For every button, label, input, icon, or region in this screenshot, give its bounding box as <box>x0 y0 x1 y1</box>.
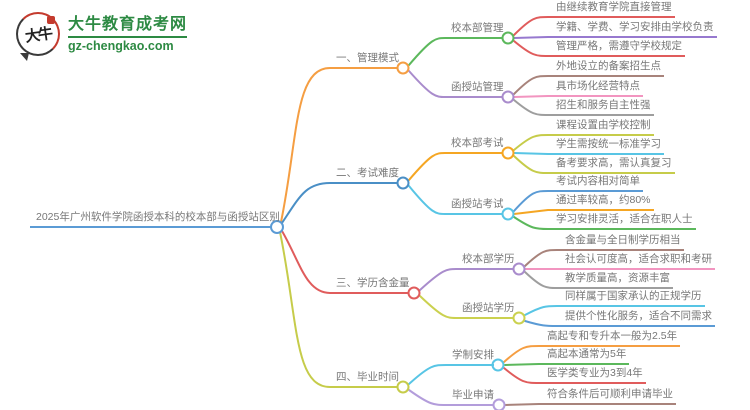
branch-1-junction <box>396 61 410 75</box>
leaf-2a2: 学生需按统一标准学习 <box>548 138 664 155</box>
leaf-3b2: 提供个性化服务，适合不同需求 <box>557 310 715 327</box>
child-1b-label: 函授站管理 <box>445 81 504 98</box>
child-2b-connector <box>408 185 446 215</box>
leaf-3a3-connector <box>524 271 558 289</box>
leaf-4a2: 高起本通常为5年 <box>539 348 630 365</box>
branch-2-connector <box>281 182 331 224</box>
leaf-1b2: 具市场化经营特点 <box>548 80 643 97</box>
child-2b-junction <box>501 207 515 221</box>
leaf-3a2: 社会认可度高，适合求职和考研 <box>557 253 715 270</box>
leaf-4a3-connector <box>503 367 540 384</box>
leaf-2a1: 课程设置由学校控制 <box>548 119 654 136</box>
speech-tail-icon <box>20 53 29 61</box>
leaf-3b2-connector <box>524 320 558 327</box>
branch-1-connector <box>280 67 331 223</box>
branch-4-junction <box>396 380 410 394</box>
child-3b-connector <box>419 295 457 319</box>
leaf-4a2-connector <box>504 363 540 366</box>
branch-3-label: 三、学历含金量 <box>330 277 410 294</box>
branch-1-label: 一、管理模式 <box>330 52 399 69</box>
child-1a-junction <box>501 31 515 45</box>
leaf-2b3: 学习安排灵活，适合在职人士 <box>548 213 696 230</box>
child-1b-connector <box>408 70 446 98</box>
leaf-2a3: 备考要求高，需认真复习 <box>548 157 675 174</box>
branch-2-junction <box>396 176 410 190</box>
branch-3-junction <box>407 286 421 300</box>
leaf-1a3-connector <box>513 40 549 57</box>
leaf-3a1: 含金量与全日制学历相当 <box>557 234 684 251</box>
leaf-3a3: 教学质量高，资源丰富 <box>557 272 673 289</box>
child-3a-connector <box>419 268 457 291</box>
child-3b-junction <box>512 311 526 325</box>
leaf-1a3: 管理严格，需遵守学校规定 <box>548 40 685 57</box>
child-2a-connector <box>408 152 446 181</box>
child-4a-junction <box>491 358 505 372</box>
leaf-3b1-connector <box>524 305 558 316</box>
leaf-1a2: 学籍、学费、学习安排由学校负责 <box>548 21 717 38</box>
leaf-1a1-connector <box>513 16 549 36</box>
site-logo: 大牛 大牛教育成考网 gz-chengkao.com <box>16 12 188 61</box>
leaf-2a3-connector <box>513 155 549 174</box>
leaf-4a1: 高起专和专升本一般为2.5年 <box>539 330 681 347</box>
child-4a-label: 学制安排 <box>446 349 494 366</box>
leaf-4a1-connector <box>503 345 540 363</box>
leaf-2a2-connector <box>513 152 549 155</box>
child-1a-label: 校本部管理 <box>445 22 504 39</box>
branch-2-label: 二、考试难度 <box>330 167 399 184</box>
leaf-4b1-connector <box>504 403 540 406</box>
child-2a-junction <box>501 146 515 160</box>
leaf-1a2-connector <box>513 36 549 39</box>
branch-4-connector <box>279 231 331 388</box>
child-3a-junction <box>512 262 526 276</box>
leaf-3b1: 同样属于国家承认的正规学历 <box>557 290 705 307</box>
leaf-1b3: 招生和服务自主性强 <box>548 99 654 116</box>
leaf-2a1-connector <box>513 134 549 151</box>
site-url: gz-chengkao.com <box>68 35 188 53</box>
leaf-1b3-connector <box>513 99 549 116</box>
child-1b-junction <box>501 90 515 104</box>
child-4b-connector <box>408 389 447 406</box>
leaf-1b1-connector <box>513 75 549 95</box>
child-4a-connector <box>408 364 447 385</box>
child-1a-connector <box>408 37 446 66</box>
leaf-2b3-connector <box>513 216 549 230</box>
leaf-3a1-connector <box>524 249 558 267</box>
leaf-2b2-connector <box>513 209 549 215</box>
branch-3-connector <box>281 230 331 294</box>
child-4b-label: 毕业申请 <box>446 389 494 406</box>
logo-text: 大牛教育成考网 gz-chengkao.com <box>68 15 188 53</box>
leaf-2b1: 考试内容相对简单 <box>548 175 643 192</box>
branch-4-label: 四、毕业时间 <box>330 371 399 388</box>
leaf-4a3: 医学类专业为3到4年 <box>539 367 646 384</box>
root-node: 2025年广州软件学院函授本科的校本部与函授站区别 <box>30 211 280 228</box>
leaf-1b1: 外地设立的备案招生点 <box>548 60 664 77</box>
leaf-2b2: 通过率较高，约80% <box>548 194 654 211</box>
leaf-1a1: 由继续教育学院直接管理 <box>548 1 675 18</box>
child-2b-label: 函授站考试 <box>445 198 504 215</box>
leaf-4b1: 符合条件后可顺利申请毕业 <box>539 388 676 405</box>
child-3a-label: 校本部学历 <box>456 253 515 270</box>
child-3b-label: 函授站学历 <box>456 302 515 319</box>
child-2a-label: 校本部考试 <box>445 137 504 154</box>
leaf-1b2-connector <box>513 95 549 98</box>
leaf-2b1-connector <box>513 190 549 212</box>
child-4b-junction <box>492 398 506 410</box>
red-seal-icon <box>47 16 55 24</box>
site-name: 大牛教育成考网 <box>68 15 188 33</box>
daniu-badge-icon: 大牛 <box>16 12 60 61</box>
